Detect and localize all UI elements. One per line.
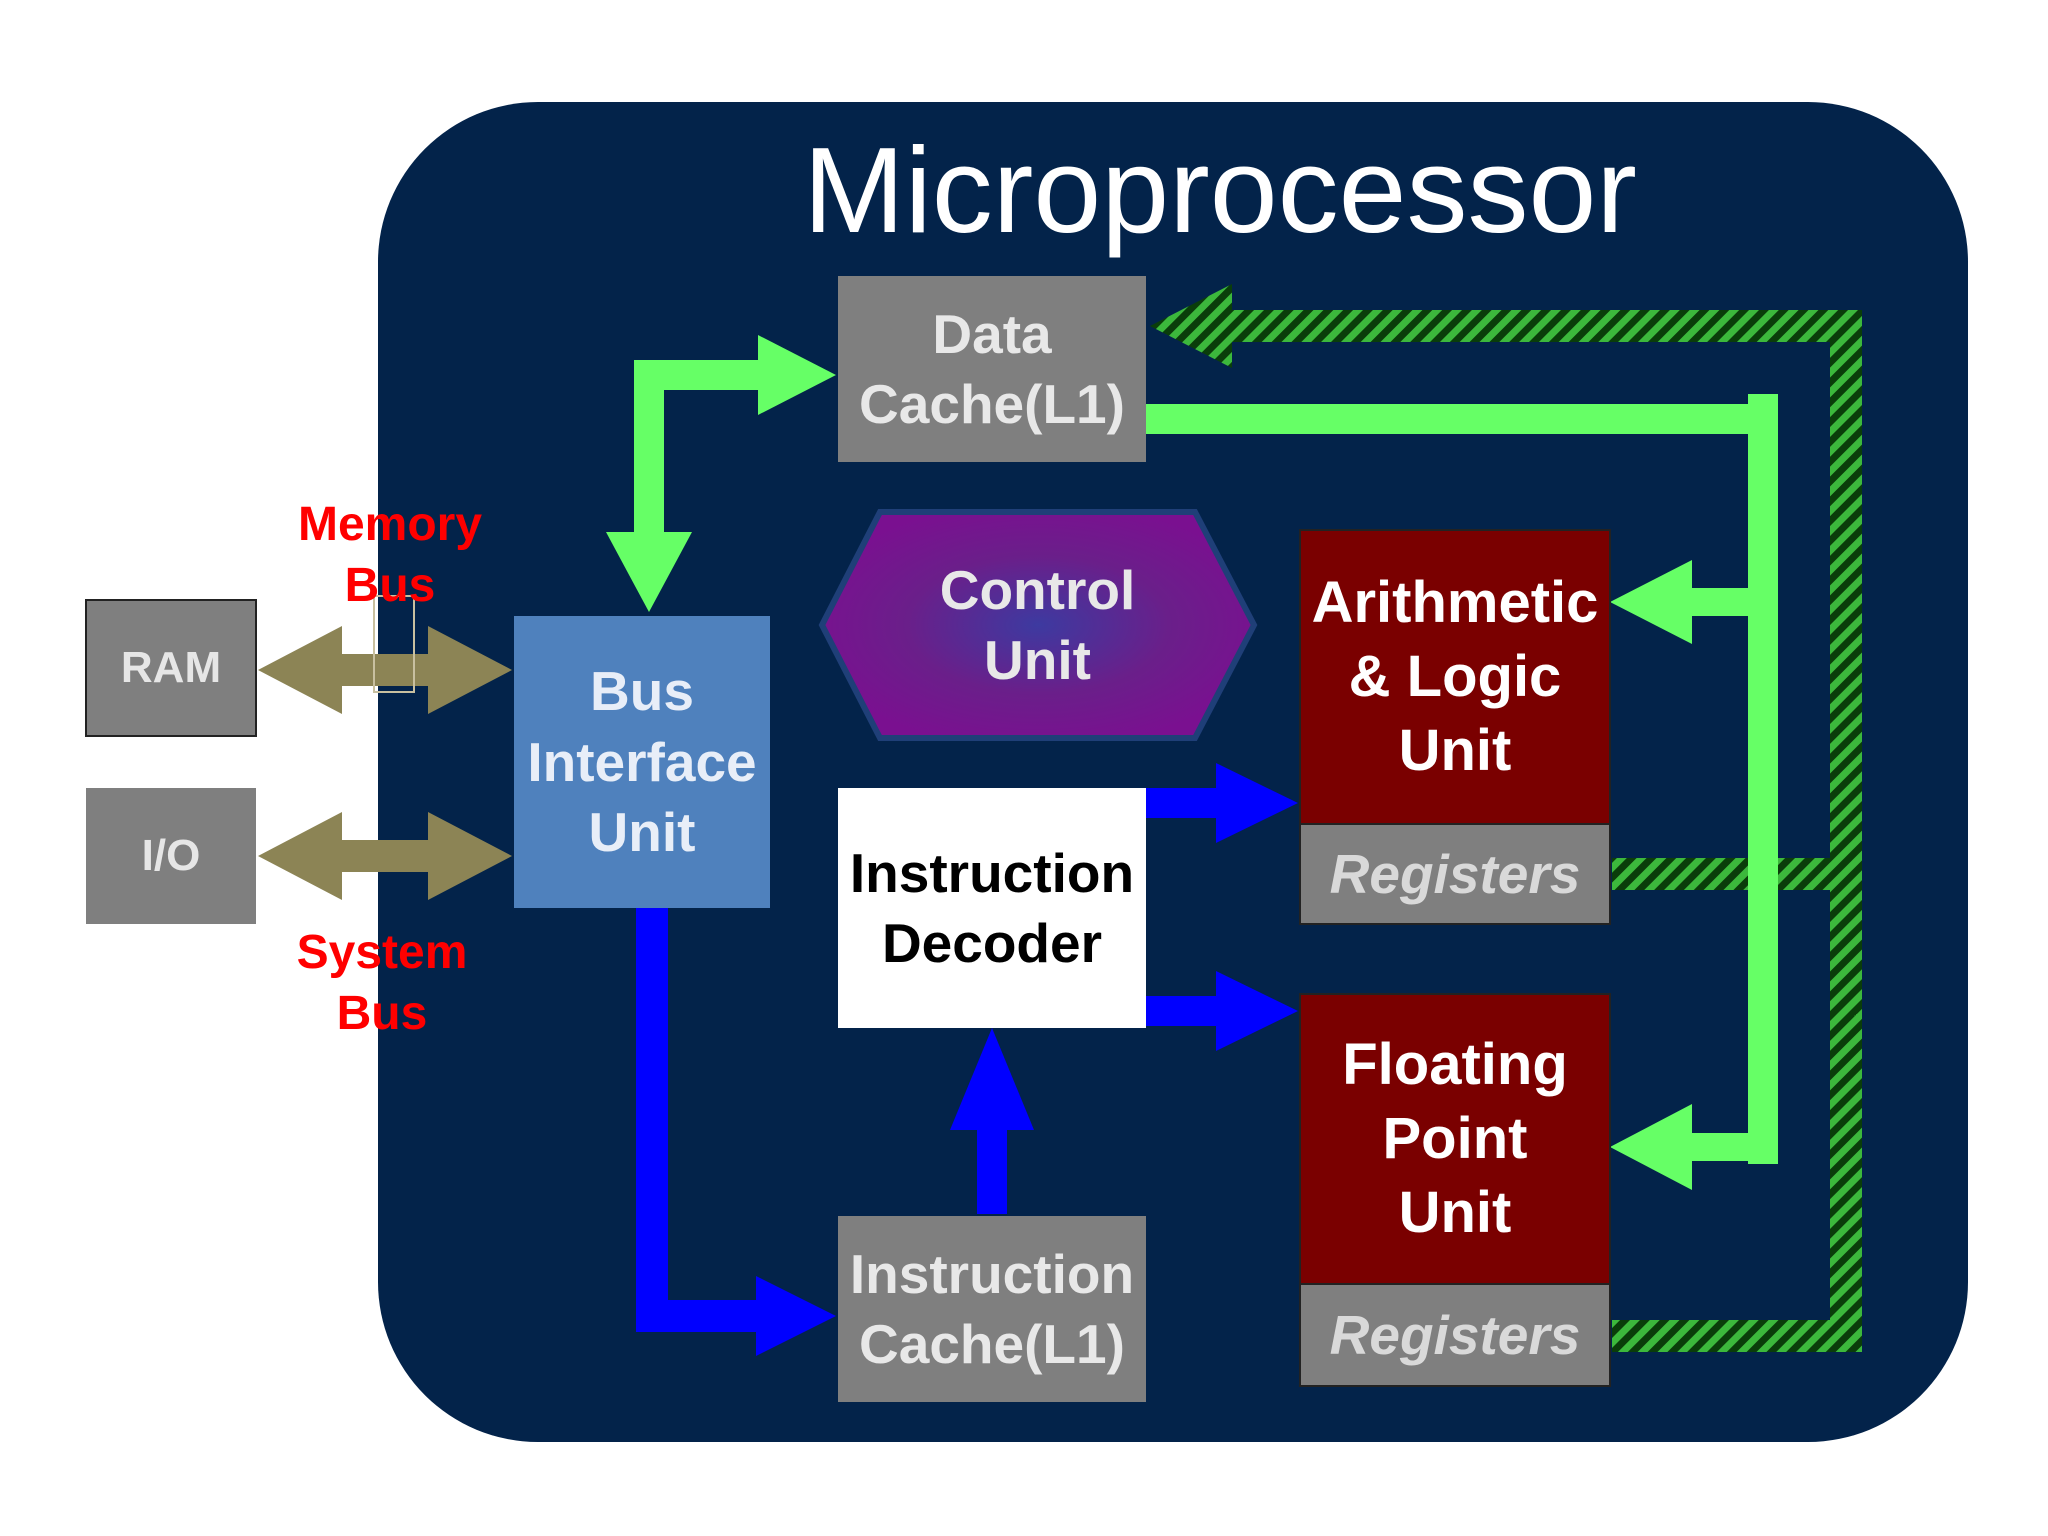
alu-registers-box	[1299, 823, 1611, 925]
io-label: I/O	[141, 830, 201, 880]
data-cache-paths	[606, 335, 1778, 1190]
memory-bus-arrow	[258, 626, 512, 714]
instruction-decoder-label: Instruction Decoder	[849, 841, 1135, 974]
bus-interface-unit-label: Bus Interface Unit	[527, 660, 757, 864]
arrow-icon	[950, 1028, 1034, 1130]
instruction-cache-box	[838, 1216, 1146, 1402]
fpu-box	[1299, 993, 1611, 1285]
io-box	[86, 788, 256, 924]
double-arrow-icon	[258, 812, 512, 900]
alu-registers-label: Registers	[1329, 842, 1581, 905]
control-unit-label: Control Unit	[939, 558, 1136, 691]
arrow-icon	[758, 335, 836, 415]
instruction-paths	[636, 763, 1298, 1356]
hatched-arrow-icon	[1150, 284, 1232, 368]
fpu-registers-box	[1299, 1283, 1611, 1387]
control-unit-hexagon	[818, 509, 1258, 741]
arrow-icon	[606, 532, 692, 612]
instruction-cache-label: Instruction Cache(L1)	[849, 1242, 1135, 1375]
data-cache-label: Data Cache(L1)	[859, 302, 1125, 435]
fpu-registers-label: Registers	[1329, 1303, 1581, 1366]
alu-box	[1299, 529, 1611, 825]
register-writeback-path	[1150, 284, 1862, 1352]
arrow-icon	[1216, 763, 1298, 843]
instruction-decoder-box	[838, 788, 1146, 1028]
diagram-title: Microprocessor	[803, 122, 1637, 258]
arrow-icon	[756, 1276, 836, 1356]
double-arrow-icon	[258, 626, 512, 714]
ram-box	[85, 599, 257, 737]
arrow-icon	[1610, 1104, 1692, 1190]
alu-label: Arithmetic & Logic Unit	[1311, 569, 1599, 784]
system-bus-label: System Bus	[296, 925, 468, 1040]
ram-label: RAM	[120, 642, 222, 692]
arrow-icon	[1216, 971, 1298, 1051]
fpu-label: Floating Point Unit	[1342, 1031, 1568, 1246]
data-cache-box	[838, 276, 1146, 462]
arrow-icon	[1610, 560, 1692, 644]
system-bus-arrow	[258, 812, 512, 900]
memory-bus-label: Memory Bus	[297, 497, 483, 612]
bus-interface-unit-box	[514, 616, 770, 908]
